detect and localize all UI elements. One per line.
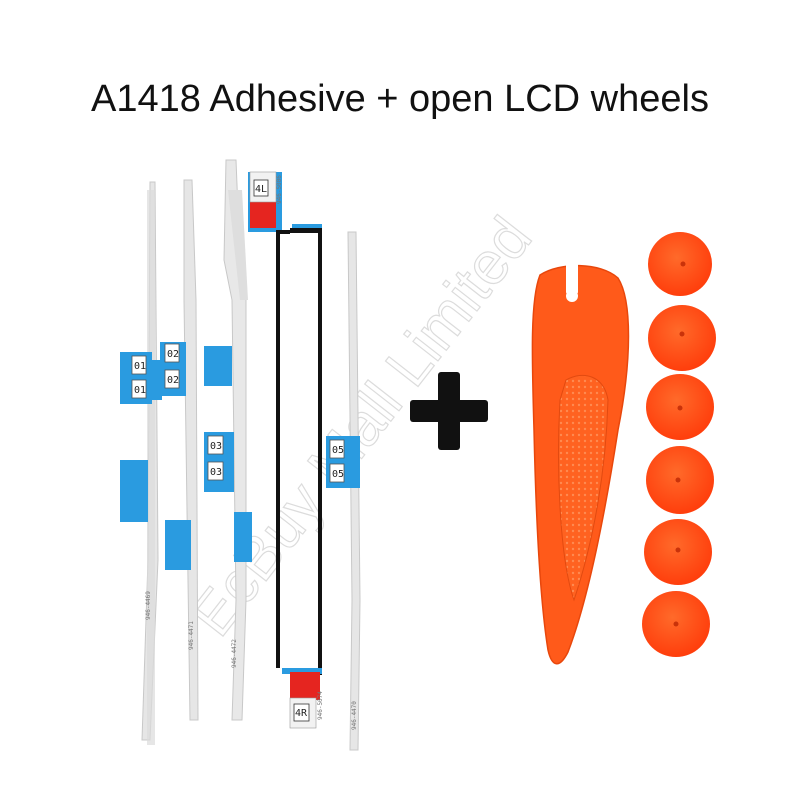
adhesive-strip-01: 01 01 946-4469	[120, 181, 162, 745]
part-code-4r: 946-5074	[317, 691, 324, 720]
adhesive-strip-4l: 4L 946-5006	[248, 171, 290, 668]
page-title: A1418 Adhesive + open LCD wheels	[91, 78, 709, 120]
strip-label-05a: 05	[332, 445, 344, 456]
strip-label-03b: 03	[210, 467, 222, 478]
lcd-wheel-5	[644, 519, 712, 585]
strip-label-03a: 03	[210, 441, 222, 452]
part-code-4l: 946-5006	[276, 175, 283, 204]
part-code-05: 946-4470	[351, 701, 358, 730]
adhesive-strip-4r: 4R 946-5074	[282, 224, 324, 729]
strip-label-05b: 05	[332, 469, 344, 480]
adhesive-strip-05: 05 05 946-4470	[326, 231, 361, 751]
plus-sign-icon	[410, 372, 488, 450]
strip-label-02a: 02	[167, 349, 179, 360]
strip-label-01a: 01	[134, 361, 146, 372]
lcd-wheel-4	[646, 446, 714, 514]
lcd-wheels	[642, 232, 716, 657]
lcd-wheel-3	[646, 374, 714, 440]
lcd-wheel-2	[648, 305, 716, 371]
pry-tool	[531, 262, 630, 665]
part-code-03: 946-4472	[231, 639, 238, 668]
strip-label-02b: 02	[167, 375, 179, 386]
lcd-wheel-1	[648, 232, 712, 296]
adhesive-strip-03: 03 03 946-4472	[204, 159, 252, 721]
adhesive-strip-02: 02 02 946-4471	[160, 179, 199, 721]
part-code-01: 946-4469	[145, 591, 152, 620]
strip-label-4r: 4R	[295, 708, 308, 719]
lcd-wheel-6	[642, 591, 710, 657]
strip-label-4l: 4L	[255, 184, 267, 195]
strip-label-01b: 01	[134, 385, 146, 396]
part-code-02: 946-4471	[188, 621, 195, 650]
